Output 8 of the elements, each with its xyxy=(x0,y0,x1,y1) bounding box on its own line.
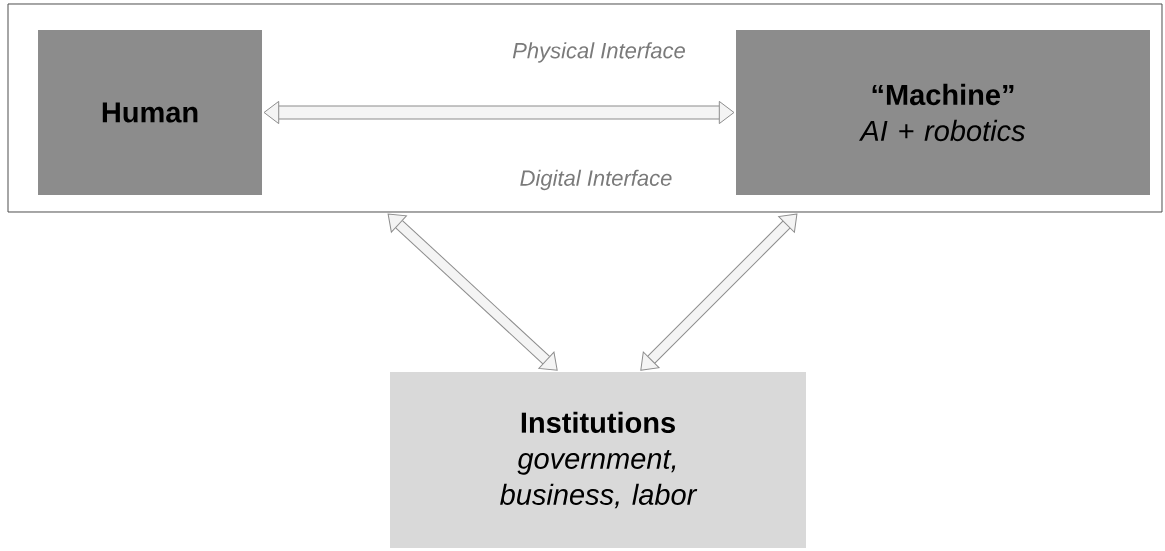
double-arrow xyxy=(387,213,558,371)
interface-label: Digital Interface xyxy=(520,169,672,191)
machine-box: “Machine” AI + robotics xyxy=(736,30,1150,195)
human-box: Human xyxy=(38,30,262,195)
double-arrow xyxy=(640,213,798,371)
edge-label: Physical Interface xyxy=(512,42,685,63)
institutions-box: Institutions government, business, labor xyxy=(390,372,806,548)
double-arrow xyxy=(263,100,735,125)
